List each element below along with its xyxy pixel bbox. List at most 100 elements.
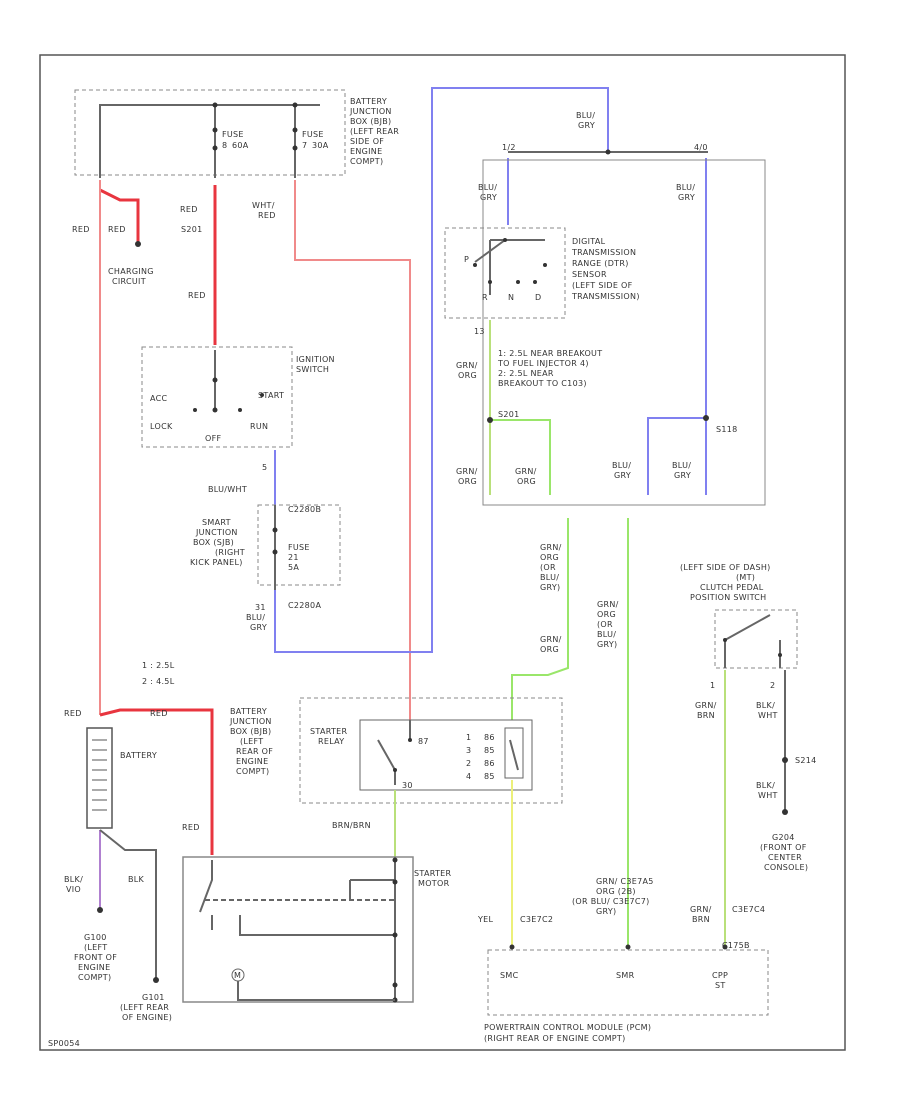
dtr-contact [533, 280, 537, 284]
starter-windings [349, 860, 396, 1000]
charging-terminal [135, 241, 141, 247]
battery-cells [92, 739, 107, 811]
switch-node [212, 377, 218, 383]
wire-label-red: RED [180, 205, 198, 214]
relay-contact [377, 720, 411, 785]
diagram-border [39, 54, 846, 1051]
pin-label: 2 [770, 681, 775, 690]
relay-pin-87: 87 [418, 737, 429, 746]
wire-label-blk-wht: BLK/WHT [756, 781, 778, 800]
pcm-pin-smc: SMC [500, 971, 519, 980]
bjb-bus-wire [99, 104, 320, 178]
fuse-terminal [292, 145, 298, 151]
battery-symbol [86, 727, 113, 829]
wire-label-grn-org: GRN/ORG [515, 467, 537, 486]
pin-label: 13 [474, 327, 485, 336]
wire-label-blu-gry: BLU/GRY [576, 111, 595, 130]
splice-node [487, 417, 493, 423]
clutch-terminal [778, 653, 782, 657]
pcm-box [487, 949, 769, 1016]
battery-label: BATTERY [120, 751, 157, 760]
pcm-pin-smr: SMR [616, 971, 635, 980]
sjb-connector-a: C2280A [288, 601, 321, 610]
fuse-terminal [292, 127, 298, 133]
wire-label-grn-org: GRN/ORG [456, 467, 478, 486]
wire-label-blu-gry: BLU/GRY [676, 183, 695, 202]
wire-label-red: RED [108, 225, 126, 234]
wire-label-blu-gry: BLU/GRY [672, 461, 691, 480]
splice-s201: S201 [181, 225, 203, 234]
legend-item: 1 : 2.5L [142, 661, 175, 670]
ground-terminal [97, 907, 103, 913]
blu-gry-run-wire [274, 87, 609, 653]
starter-circuit [239, 915, 395, 936]
switch-node [260, 393, 264, 397]
pcm-pin [722, 944, 728, 950]
wire-label-red: RED [64, 709, 82, 718]
ign-run: RUN [250, 422, 268, 431]
wire-label-red: RED [188, 291, 206, 300]
starter-motor-box [182, 856, 414, 1003]
ign-off: OFF [205, 434, 221, 443]
wire-label-brn-brn: BRN/BRN [332, 821, 371, 830]
dtr-region-box [482, 159, 766, 506]
switch-node [193, 408, 197, 412]
pin-label: 1 [710, 681, 715, 690]
pcm-connector: C3E7C4 [732, 905, 765, 914]
ground-terminal [782, 809, 788, 815]
wire-label-grn-org: GRN/ORG [540, 635, 562, 654]
sjb-box [257, 504, 341, 586]
bus-node [605, 149, 611, 155]
pin-label: 5 [262, 463, 267, 472]
relay-terminal [408, 738, 412, 742]
bus-node [212, 102, 218, 108]
clutch-terminal [723, 638, 727, 642]
dtr-pin-p: P [464, 255, 469, 264]
ground-terminal [153, 977, 159, 983]
splice-s118: S118 [716, 425, 738, 434]
pcm-connector-id: C175B [722, 941, 750, 950]
ign-lock: LOCK [150, 422, 173, 431]
relay-terminal [393, 768, 397, 772]
dtr-switch [474, 239, 545, 295]
sjb-connector-b: C2280B [288, 505, 321, 514]
wire-label-red: RED [182, 823, 200, 832]
dtr-contact [473, 263, 477, 267]
bjb-top-box [74, 89, 346, 176]
motor-m: M [234, 971, 241, 980]
wire-label-blu-gry: BLU/GRY [612, 461, 631, 480]
starter-node [392, 879, 398, 885]
dtr-contact [503, 238, 507, 242]
pcm-pin [625, 944, 631, 950]
starter-solenoid [199, 860, 213, 930]
ignition-switch-box [141, 346, 293, 448]
bus-label: 1/2 [502, 143, 516, 152]
ign-start: START [258, 391, 284, 400]
wire-label-blu-wht: BLU/WHT [208, 485, 247, 494]
dtr-contact [488, 280, 492, 284]
wire-label-yel: YEL [477, 915, 494, 924]
motor-ground [237, 981, 395, 1001]
grn-org-to-relay [511, 518, 569, 720]
dtr-sensor-box [444, 227, 566, 319]
relay-pin-30: 30 [402, 781, 413, 790]
dtr-pin-d: D [535, 293, 541, 302]
wire-label-blk-vio: BLK/VIO [64, 875, 83, 894]
